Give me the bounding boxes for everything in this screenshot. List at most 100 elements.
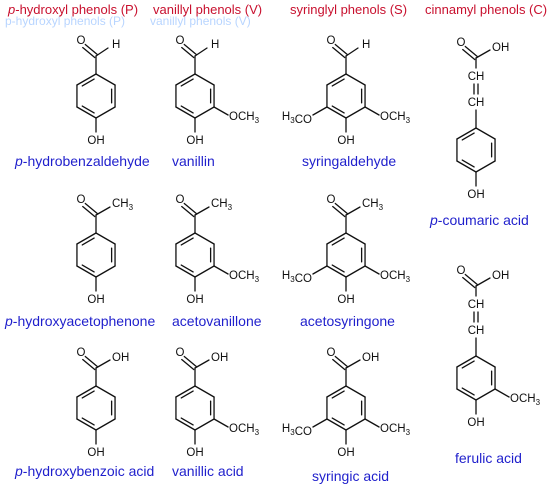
carbonyl-bond [84,202,98,215]
ring-bond [194,265,215,278]
ring-bond [95,418,116,431]
bond [95,206,111,216]
hydroxyl-label: OH [186,135,203,147]
ring-bond [475,388,496,401]
ring-bond [345,418,366,431]
carbonyl-bond [334,355,348,368]
ring-bond [76,232,97,245]
header-cinnamyl: cinnamyl phenols (C) [425,2,547,17]
ring-double-bond [331,105,345,114]
methyl-label: CH3 [362,198,384,212]
bond [345,206,361,216]
carbonyl-bond [462,48,476,61]
compound-name-p-hydroxyacetophenone: p-hydroxyacetophenone [4,313,155,329]
ring-double-bond [461,159,475,168]
bond [194,206,210,216]
methoxy-label: OCH3 [229,270,260,284]
ring-bond [326,385,347,398]
bond [475,277,491,287]
ring-double-bond [81,417,95,426]
bond [312,265,328,275]
compound-name-syringaldehyde: syringaldehyde [302,153,396,169]
ring-bond [194,73,215,86]
ring-bond [194,385,215,398]
ring-double-bond [331,390,345,399]
methoxy-label: OCH3 [229,423,260,437]
ring-bond [345,385,366,398]
ring-bond [95,232,116,245]
carbonyl-bond [181,358,195,371]
hydroxyl-label: OH [87,294,104,306]
ring-double-bond [461,360,475,369]
bond [213,265,229,275]
carbonyl-bond [334,202,348,215]
ring-bond [95,106,116,119]
oxygen-label: O [327,347,336,359]
methyl-label: CH3 [112,198,134,212]
carbonyl-bond [332,46,346,59]
ring-bond [345,73,366,86]
carbonyl-bond [334,43,348,56]
hydroxyl-label: OH [337,294,354,306]
bond [95,47,109,57]
ghost-text-p: p-hydroxyl phenols (P) [5,14,125,28]
compound-name-syringic-acid: syringic acid [312,468,389,484]
bond [312,106,328,116]
oxygen-label: O [77,35,86,47]
methoxy-label: OCH3 [510,393,541,407]
ring-double-bond [81,237,95,246]
ring-bond [345,106,366,119]
compound-name-acetosyringone: acetosyringone [300,313,395,329]
ring-bond [95,73,116,86]
methyl-label: CH3 [211,198,233,212]
ring-bond [95,265,116,278]
ring-bond [456,388,477,401]
carbonyl-bond [84,355,98,368]
hydroxyl-label: OH [186,447,203,459]
ring-bond [345,232,366,245]
oxygen-label: O [77,347,86,359]
ring-bond [456,160,477,173]
hydroxyl-label: OH [467,417,484,429]
ring-bond [475,160,496,173]
compound-name-vanillic-acid: vanillic acid [172,463,244,479]
methine-label: CH [468,299,485,311]
carbonyl-bond [84,43,98,56]
header-p-hydroxyl: p-hydroxyl phenols (P) [7,2,138,17]
hydroxyl-label: OH [337,135,354,147]
header-syringyl: syringlyl phenols (S) [290,2,407,17]
ring-double-bond [180,264,194,273]
ring-bond [95,385,116,398]
structure-p-hydroxyacetophenone: OH O CH3 [76,194,134,306]
ring-bond [345,265,366,278]
ring-double-bond [81,390,95,399]
ring-bond [175,232,196,245]
ring-double-bond [331,264,345,273]
oxygen-label: O [327,194,336,206]
ring-bond [76,265,97,278]
hydroxyl-label: OH [337,447,354,459]
hydrogen-label: H [362,39,370,51]
ring-bond [194,232,215,245]
oxygen-label: O [327,35,336,47]
ring-bond [326,106,347,119]
oxygen-label: O [176,347,185,359]
methine-label: CH [468,97,485,109]
compound-name-ferulic-acid: ferulic acid [455,450,522,466]
carbonyl-bond [183,355,197,368]
compound-name-p-hydroxybenzoic-acid: p-hydroxybenzoic acid [14,463,154,479]
compound-name-acetovanillone: acetovanillone [172,313,262,329]
bond [213,418,229,428]
methoxy-label: OCH3 [380,423,411,437]
ring-bond [76,385,97,398]
oxygen-label: O [77,194,86,206]
header-vanillyl: vanillyl phenols (V) [153,2,262,17]
bond [494,388,510,398]
